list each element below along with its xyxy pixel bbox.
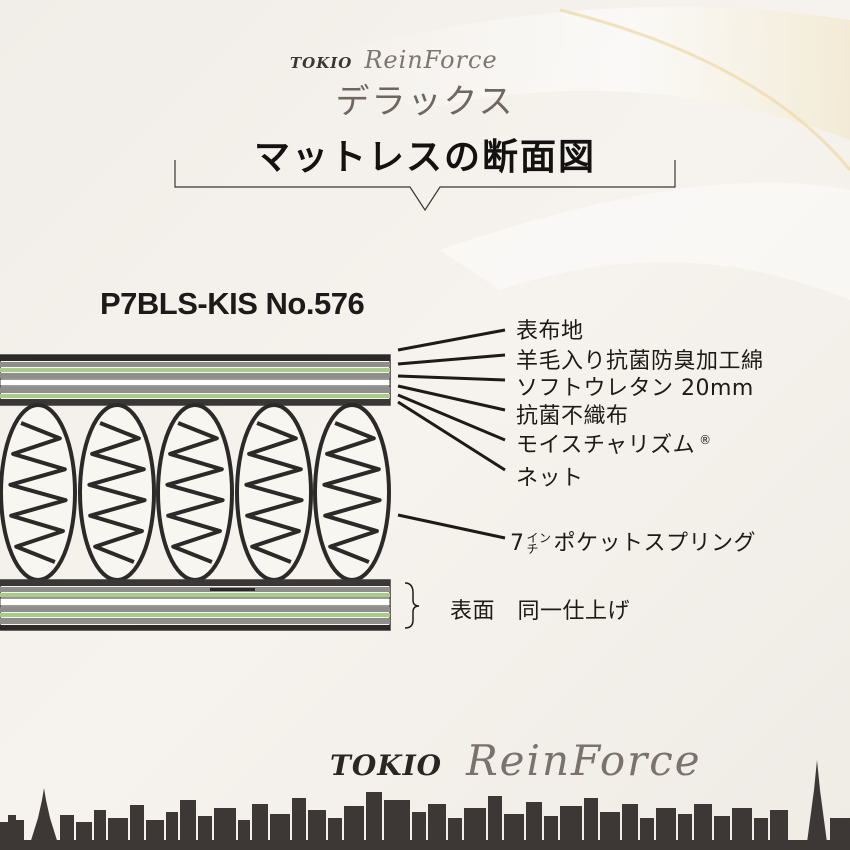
layer-label-net: ネット [516,466,584,491]
city-skyline-icon [0,760,850,850]
spring-coil [87,421,147,564]
brand-reinforce-bottom: ReinForce [466,736,702,785]
spring-coil [244,421,304,564]
registered-mark: ® [699,432,712,447]
layer-label-nonwoven: 抗菌不織布 [516,404,629,429]
brand-tokio: TOKIO [290,54,353,72]
tokyo-tower-icon [28,788,60,850]
model-number: P7BLS-KIS No.576 [100,286,365,321]
layer-label-cover-fabric: 表布地 [516,319,584,344]
brand-tokio-bottom: TOKIO [330,749,443,782]
layer-label-moisturism: モイスチャリズム® [516,432,712,458]
bottom-layers [0,579,391,631]
brand-logo-bottom: TOKIO ReinForce [330,736,702,785]
top-layers [0,354,391,406]
leader-lines [397,328,506,540]
brand-reinforce: ReinForce [364,46,498,74]
reverse-side-label: 表面 同一仕上げ [450,599,631,624]
spring-coil [8,421,68,564]
brace-icon [404,582,420,629]
spring-coil [322,421,382,564]
skytree-icon [806,760,828,850]
brand-logo-top: TOKIO ReinForce [290,46,498,74]
page-title: マットレスの断面図 [253,137,596,178]
title-bracket [174,160,676,212]
spring-coil [165,421,225,564]
product-subtitle: デラックス [335,82,515,122]
inch-unit: インチ [526,531,552,556]
layer-label-wool-cotton: 羊毛入り抗菌防臭加工綿 [516,349,764,374]
layer-label-soft-urethane: ソフトウレタン 20mm [516,376,754,401]
pocket-springs [0,403,391,582]
